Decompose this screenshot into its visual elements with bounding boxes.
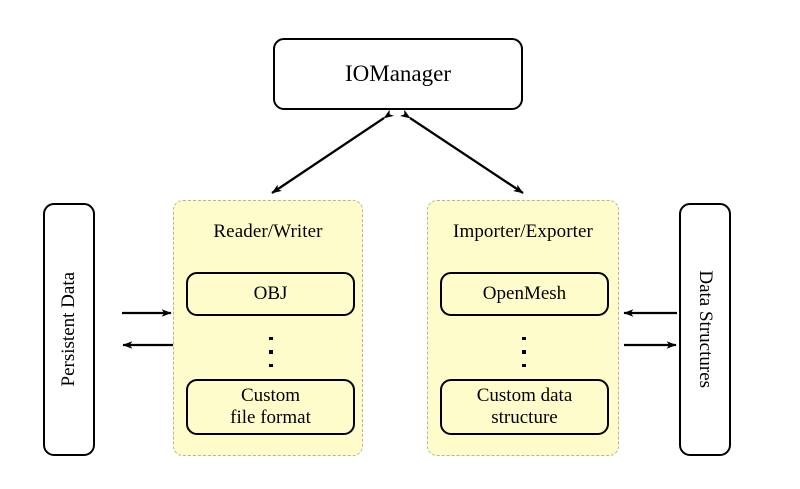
- group-importer-exporter-title: Importer/Exporter: [453, 221, 593, 242]
- ellipsis-reader-writer: [268, 337, 274, 367]
- arrow-iomanager-importer-exporter: [400, 109, 524, 194]
- node-custom-file-format-label: Custom file format: [230, 385, 311, 430]
- node-obj-label: OBJ: [253, 282, 288, 304]
- node-openmesh-label: OpenMesh: [482, 282, 567, 304]
- node-custom-file-format[interactable]: Custom file format: [186, 379, 355, 435]
- node-persistent-data-label: Persistent Data: [57, 272, 79, 387]
- node-custom-file-format-line2: file format: [230, 407, 311, 428]
- ellipsis-importer-exporter: [521, 337, 527, 367]
- node-custom-data-structure[interactable]: Custom data structure: [440, 379, 609, 435]
- node-persistent-data[interactable]: Persistent Data: [43, 203, 95, 456]
- arrow-iomanager-reader-writer: [271, 109, 394, 194]
- node-iomanager-label: IOManager: [344, 61, 451, 87]
- node-obj[interactable]: OBJ: [186, 272, 355, 316]
- node-data-structures[interactable]: Data Structures: [679, 203, 731, 456]
- node-data-structures-label: Data Structures: [695, 270, 717, 389]
- node-custom-file-format-line1: Custom: [240, 384, 301, 406]
- node-openmesh[interactable]: OpenMesh: [440, 272, 609, 316]
- node-custom-data-structure-label: Custom data structure: [477, 385, 573, 430]
- group-reader-writer-title: Reader/Writer: [213, 221, 323, 242]
- node-custom-data-structure-line2: structure: [491, 407, 558, 428]
- node-custom-data-structure-line1: Custom data: [476, 384, 573, 406]
- node-iomanager[interactable]: IOManager: [273, 38, 523, 110]
